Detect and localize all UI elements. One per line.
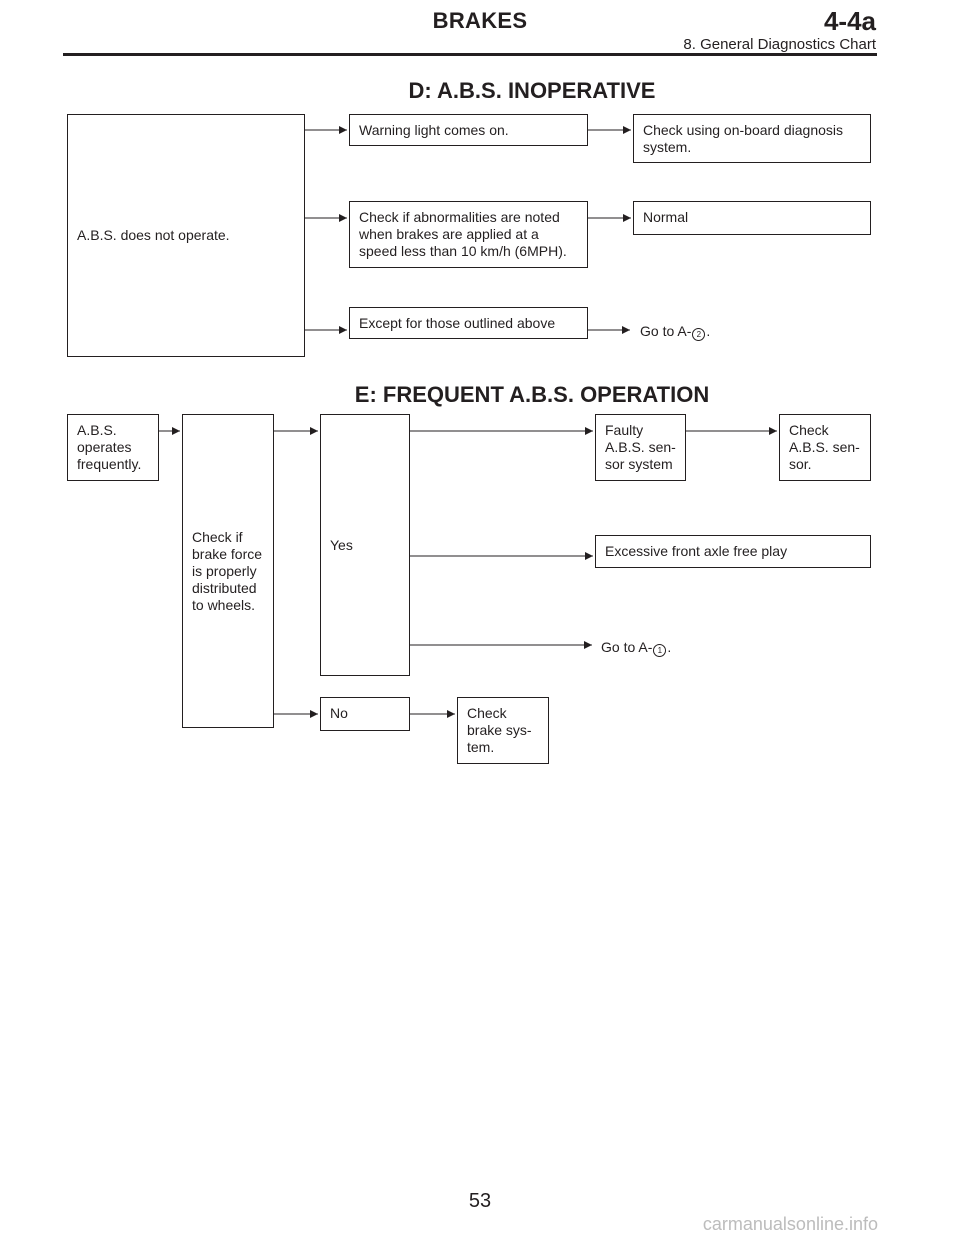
section-e-no-result-text: Check brake sys- tem.	[467, 705, 532, 755]
watermark: carmanualsonline.info	[702, 1214, 878, 1234]
section-d-branch3-result-suffix: .	[706, 323, 711, 339]
header-subtitle: 8. General Diagnostics Chart	[683, 36, 876, 53]
section-d-branch2-result-text: Normal	[643, 209, 689, 225]
header-rule	[63, 53, 877, 56]
section-d-branch3-box: Except for those outlined above	[349, 307, 588, 339]
section-d-branch2-box: Check if abnormalities are noted when br…	[349, 201, 588, 268]
section-e-yes-result3-suffix: .	[667, 639, 672, 655]
section-e-yes-result3-prefix: Go to A-	[601, 639, 653, 655]
reference-number-icon: 2	[692, 328, 706, 341]
section-e-no-box: No	[320, 697, 410, 731]
section-d-branch3-text: Except for those outlined above	[359, 315, 556, 331]
page-number: 53	[468, 1190, 492, 1212]
section-e-yes-box: Yes	[320, 414, 410, 676]
section-d-branch3-result-prefix: Go to A-	[640, 323, 692, 339]
reference-number-icon: 1	[653, 644, 667, 657]
section-d-root-box: A.B.S. does not operate.	[67, 114, 305, 357]
section-e-check-box: Check if brake force is properly distrib…	[182, 414, 274, 728]
section-e-no-text: No	[330, 705, 348, 721]
section-e-title: E: FREQUENT A.B.S. OPERATION	[354, 382, 710, 407]
section-e-yes-text: Yes	[330, 536, 353, 553]
section-d-branch1-result-text: Check using on-board diagnosis system.	[643, 122, 844, 155]
section-d-branch1-box: Warning light comes on.	[349, 114, 588, 146]
section-d-branch2-result-box: Normal	[633, 201, 871, 235]
section-d-branch1-text: Warning light comes on.	[359, 122, 509, 138]
section-d-branch1-result-box: Check using on-board diagnosis system.	[633, 114, 871, 163]
section-d-title: D: A.B.S. INOPERATIVE	[408, 78, 656, 103]
section-e-root-box: A.B.S. operates frequently.	[67, 414, 159, 481]
section-e-yes-result1-text: Faulty A.B.S. sen- sor system	[605, 422, 676, 472]
section-e-yes-result1-next-text: Check A.B.S. sen- sor.	[789, 422, 860, 472]
section-e-yes-result2-text: Excessive front axle free play	[605, 543, 788, 559]
section-e-yes-result1-next-box: Check A.B.S. sen- sor.	[779, 414, 871, 481]
section-d-root-text: A.B.S. does not operate.	[77, 227, 230, 243]
section-e-root-text: A.B.S. operates frequently.	[77, 422, 142, 472]
section-d-branch3-result: Go to A-2.	[640, 323, 710, 341]
header-section-title: BRAKES	[432, 8, 528, 33]
section-e-no-result-box: Check brake sys- tem.	[457, 697, 549, 764]
section-d-branch2-text: Check if abnormalities are noted when br…	[359, 209, 567, 259]
header-section-code: 4-4a	[823, 6, 876, 36]
section-e-check-text: Check if brake force is properly distrib…	[192, 528, 263, 613]
section-e-yes-result2-box: Excessive front axle free play	[595, 535, 871, 568]
section-e-yes-result3: Go to A-1.	[601, 639, 671, 657]
section-e-yes-result1-box: Faulty A.B.S. sen- sor system	[595, 414, 686, 481]
